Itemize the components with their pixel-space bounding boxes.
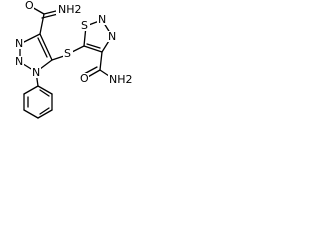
bond: [39, 107, 50, 115]
atom-label-thiadiazole-n1: N: [97, 13, 107, 26]
thiadiazole-n1-label: N: [98, 13, 106, 26]
amide-left-o-label: O: [25, 0, 34, 12]
atom-label-triazole-n2: N: [14, 55, 24, 68]
structure-canvas: NH2 O N N N S S N N O NH2: [0, 0, 136, 132]
atom-label-amide-right-nh2: NH2: [108, 73, 134, 86]
amide-left: [29, 5, 61, 35]
bond: [39, 33, 53, 61]
atom-label-triazole-n1: N: [14, 37, 24, 50]
amide-left-nh2-label: NH2: [58, 3, 82, 16]
atom-label-thiadiazole-n2: N: [107, 30, 117, 43]
atom-label-amide-left-nh2: NH2: [56, 3, 82, 16]
triazole-n2-label: N: [15, 55, 23, 68]
atom-label-thiadiazole-s: S: [80, 19, 90, 32]
bond: [37, 37, 48, 58]
amide-right-nh2-label: NH2: [109, 73, 133, 86]
atom-label-triazole-n3: N: [31, 66, 41, 79]
atom-label-amide-left-o: O: [24, 0, 34, 12]
bond: [86, 43, 101, 49]
bond: [37, 85, 53, 95]
bond: [23, 109, 39, 119]
bond: [41, 13, 59, 19]
thiadiazole-n2-label: N: [108, 30, 116, 43]
bond: [99, 51, 103, 71]
thioether-bridge: [51, 45, 85, 61]
triazole-n3-label: N: [32, 66, 40, 79]
thiadiazole-s-label: S: [81, 19, 88, 32]
bond: [37, 109, 53, 119]
bond: [39, 89, 50, 97]
bond: [23, 85, 39, 95]
thioether-s-label: S: [64, 47, 71, 60]
atom-label-thioether-s: S: [63, 47, 73, 60]
bond: [83, 66, 98, 75]
triazole-n1-label: N: [15, 37, 23, 50]
bond: [71, 45, 85, 53]
atom-label-amide-right-o: O: [79, 72, 89, 85]
amide-right-o-label: O: [80, 72, 89, 85]
bond: [51, 55, 65, 61]
bond: [83, 45, 103, 53]
chemical-structure: NH2 O N N N S S N N O NH2: [14, 0, 134, 119]
